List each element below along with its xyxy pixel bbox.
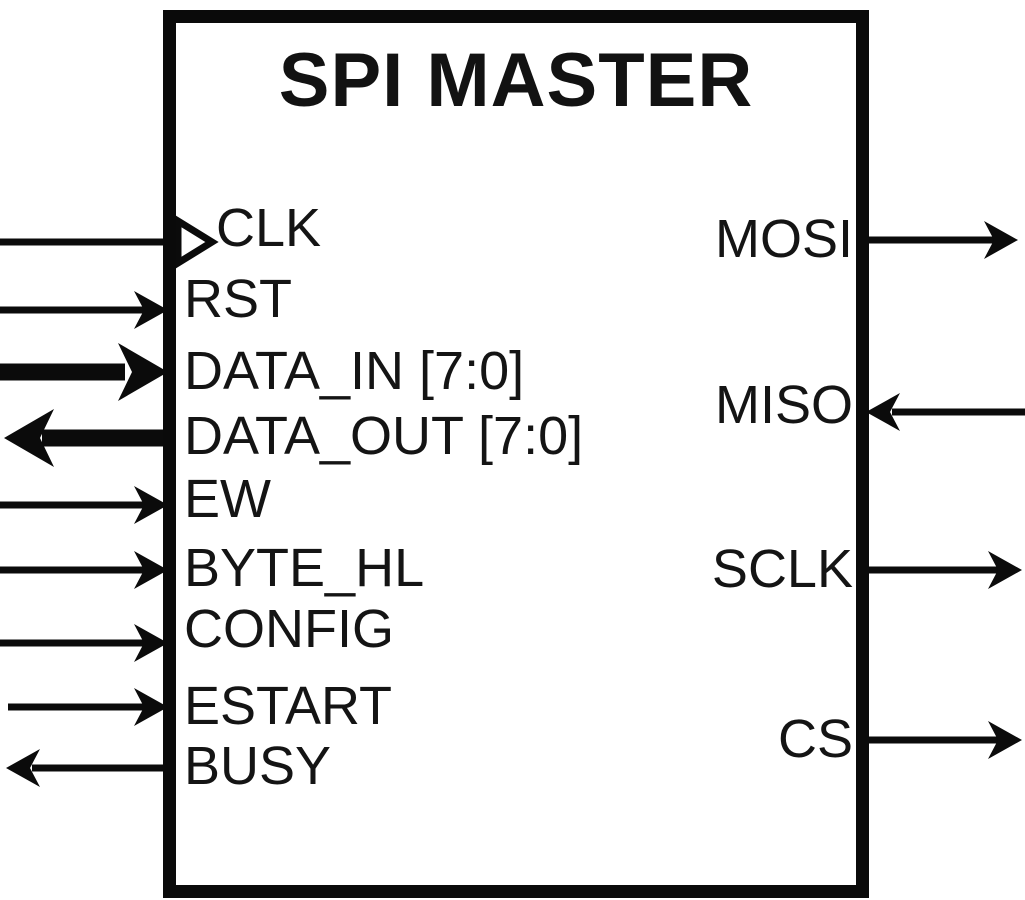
port-label-data-in: DATA_IN [7:0]: [184, 341, 525, 401]
port-label-miso: MISO: [714, 375, 853, 435]
port-label-estart: ESTART: [184, 676, 393, 736]
port-label-cs: CS: [777, 709, 853, 769]
port-label-sclk: SCLK: [711, 539, 853, 599]
clk-clock-triangle-icon: [174, 214, 219, 270]
rst-arrow: [0, 291, 168, 329]
spi-master-block: SPI MASTER: [163, 10, 869, 898]
byte-hl-arrow: [0, 551, 168, 589]
data-in-bus-arrow: [0, 343, 168, 401]
port-label-rst: RST: [184, 269, 292, 329]
port-label-ew: EW: [184, 469, 271, 529]
data-out-bus-arrow: [4, 409, 163, 467]
block-title: SPI MASTER: [278, 38, 754, 123]
ew-arrow: [0, 486, 168, 524]
estart-arrow: [8, 688, 168, 726]
config-arrow: [0, 624, 168, 662]
port-label-clk: CLK: [216, 198, 322, 258]
port-label-mosi: MOSI: [714, 209, 853, 269]
busy-arrow: [6, 749, 163, 787]
port-label-data-out: DATA_OUT [7:0]: [184, 406, 584, 466]
sclk-arrow: [869, 551, 1022, 589]
miso-arrow: [866, 393, 1025, 431]
port-label-busy: BUSY: [184, 736, 332, 796]
port-label-byte-hl: BYTE_HL: [184, 538, 425, 598]
mosi-arrow: [869, 221, 1018, 259]
port-label-config: CONFIG: [184, 599, 394, 659]
cs-arrow: [869, 721, 1022, 759]
